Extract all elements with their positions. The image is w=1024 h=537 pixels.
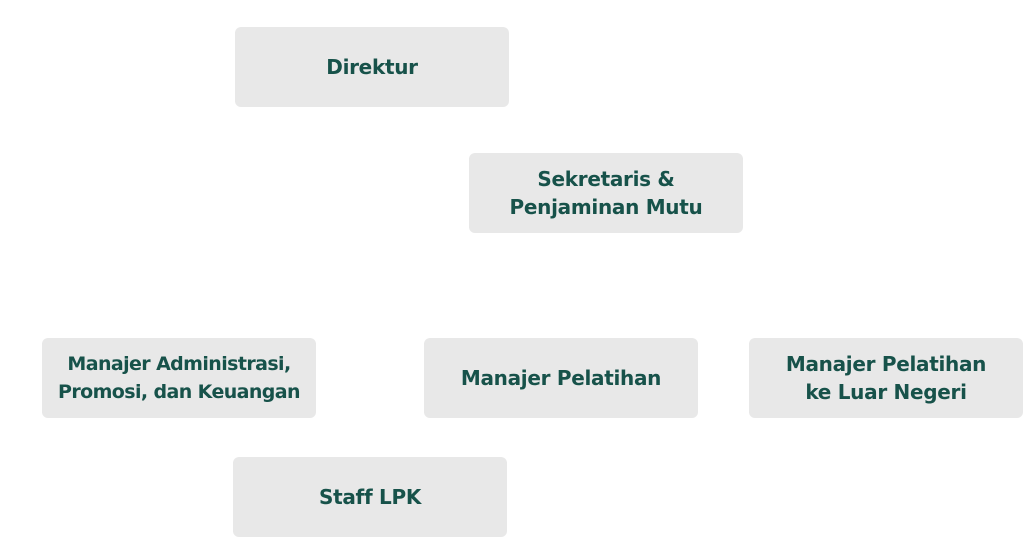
node-direktur: Direktur [235, 27, 509, 107]
node-sekretaris-label: Sekretaris & Penjaminan Mutu [509, 167, 703, 219]
node-direktur-label: Direktur [326, 55, 418, 79]
node-manajer-administrasi: Manajer Administrasi, Promosi, dan Keuan… [42, 338, 316, 418]
node-staff-lpk-label: Staff LPK [318, 485, 422, 509]
node-manajer-administrasi-label: Manajer Administrasi, Promosi, dan Keuan… [58, 353, 301, 403]
node-manajer-luar-negeri: Manajer Pelatihan ke Luar Negeri [749, 338, 1023, 418]
node-manajer-pelatihan-label: Manajer Pelatihan [460, 366, 662, 390]
node-manajer-luar-negeri-label: Manajer Pelatihan ke Luar Negeri [785, 352, 987, 404]
node-manajer-pelatihan: Manajer Pelatihan [424, 338, 698, 418]
node-sekretaris: Sekretaris & Penjaminan Mutu [469, 153, 743, 233]
node-staff-lpk: Staff LPK [233, 457, 507, 537]
